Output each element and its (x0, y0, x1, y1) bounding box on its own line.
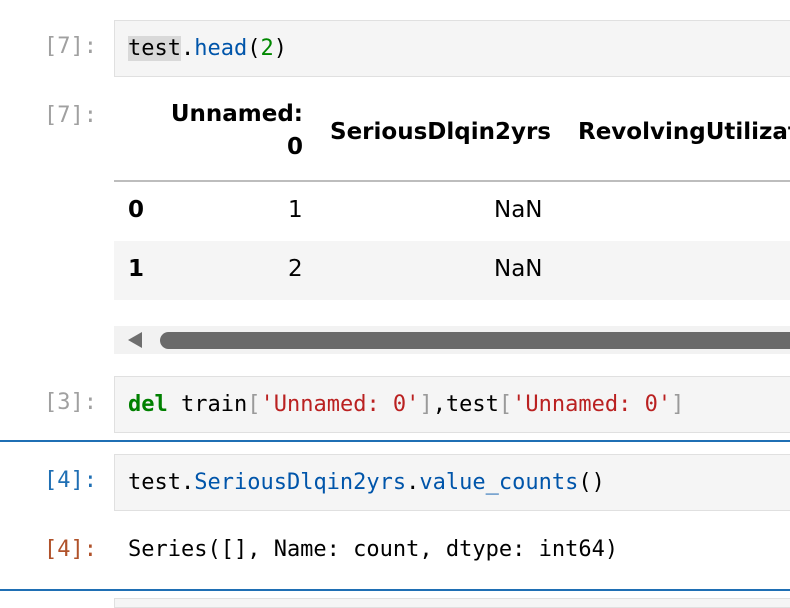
column-header-seriousdlqin2yrs: SeriousDlqin2yrs (330, 119, 551, 145)
code-token: test (128, 36, 181, 61)
cell-4-out-prompt: [4]: (44, 537, 104, 562)
dataframe-table: Unnamed: 0 SeriousDlqin2yrs RevolvingUti… (114, 100, 790, 300)
code-token: del (128, 392, 168, 417)
cell-3-in-prompt: [3]: (44, 390, 104, 415)
column-header-revolvingutilization: RevolvingUtilizat (578, 119, 790, 145)
scrollbar-thumb[interactable] (160, 332, 790, 349)
code-token: ) (274, 36, 287, 61)
active-cell-bottom-border (0, 589, 790, 591)
cell-4-in-prompt: [4]: (44, 468, 104, 493)
table-cell: 2 (288, 256, 303, 282)
code-token: 'Unnamed: 0' (512, 392, 671, 417)
table-cell: NaN (494, 256, 543, 282)
code-token: . (406, 470, 419, 495)
code-token: head (194, 36, 247, 61)
horizontal-scrollbar[interactable] (114, 326, 790, 354)
cell-7-code-editor[interactable]: test.head(2) (114, 20, 790, 77)
table-row-stripe (114, 241, 790, 300)
code-token: SeriousDlqin2yrs (194, 470, 406, 495)
cell-7-out-prompt: [7]: (44, 103, 104, 128)
header-divider (114, 180, 790, 182)
code-token: . (181, 36, 194, 61)
cell-3-code-editor[interactable]: del train['Unnamed: 0'],test['Unnamed: 0… (114, 376, 790, 433)
next-cell-code-editor[interactable] (114, 598, 790, 608)
cell-7-in-prompt: [7]: (44, 34, 104, 59)
table-cell: NaN (494, 197, 543, 223)
code-token: ,test (433, 392, 499, 417)
code-token: train (168, 392, 247, 417)
code-token: value_counts (419, 470, 578, 495)
code-token: ] (671, 392, 684, 417)
code-token: test. (128, 470, 194, 495)
cell-4-output-text: Series([], Name: count, dtype: int64) (128, 537, 618, 562)
code-token: () (578, 470, 605, 495)
code-token: [ (499, 392, 512, 417)
table-cell: 1 (288, 197, 303, 223)
code-token: ( (247, 36, 260, 61)
code-token: 2 (260, 36, 273, 61)
scroll-left-arrow-icon[interactable] (128, 332, 142, 348)
active-cell-top-border (0, 440, 790, 442)
row-index: 0 (128, 197, 144, 223)
code-token: ] (419, 392, 432, 417)
row-index: 1 (128, 256, 144, 282)
code-token: [ (247, 392, 260, 417)
code-token: 'Unnamed: 0' (260, 392, 419, 417)
cell-4-code-editor[interactable]: test.SeriousDlqin2yrs.value_counts() (114, 454, 790, 511)
column-header-unnamed-0: 0 (287, 134, 303, 160)
column-header-unnamed: Unnamed: (171, 101, 303, 127)
